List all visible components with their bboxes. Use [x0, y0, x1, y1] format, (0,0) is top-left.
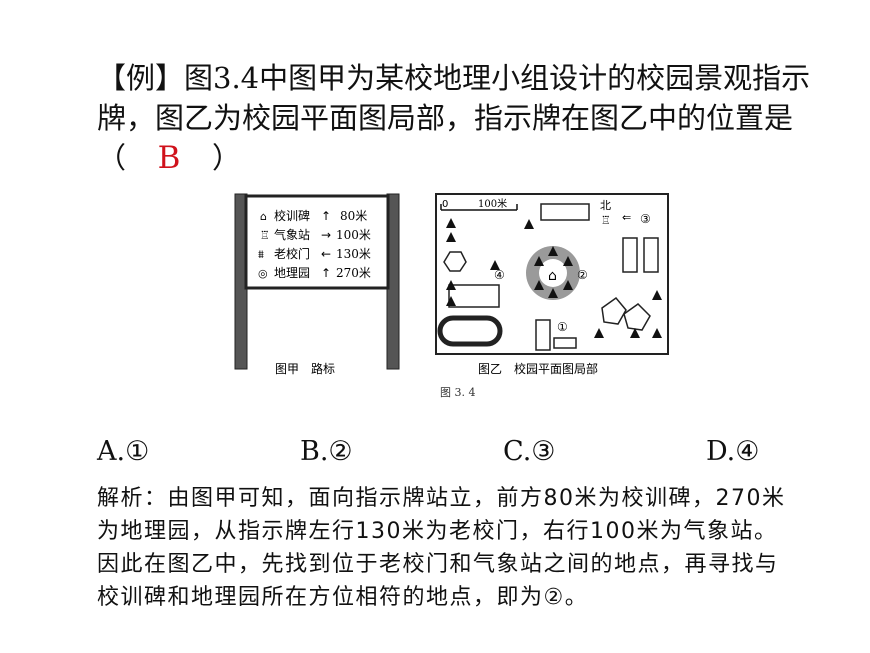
- option-d[interactable]: D.④: [706, 436, 760, 467]
- marker-1: ①: [557, 320, 568, 334]
- geography-garden-icon: [443, 251, 467, 272]
- sign-icon-gate: ⩩: [258, 248, 264, 261]
- question-text: 【例】图3.4中图甲为某校地理小组设计的校园景观指示牌，图乙为校园平面图局部，指…: [97, 58, 817, 178]
- question-close: ）: [212, 141, 242, 175]
- weather-station-icon: ♖: [601, 214, 611, 227]
- sign-value-2: 100米: [336, 228, 371, 242]
- sign-board: [244, 194, 390, 290]
- sign-row-1: 校训碑: [274, 208, 310, 223]
- trees: [446, 218, 662, 338]
- option-c[interactable]: C.③: [503, 436, 556, 467]
- sign-icon-weather: ♖: [260, 229, 270, 242]
- option-a[interactable]: A.①: [97, 436, 150, 467]
- question-stem: 【例】图3.4中图甲为某校地理小组设计的校园景观指示牌，图乙为校园平面图局部，指…: [97, 61, 811, 175]
- marker-2: ②: [577, 268, 588, 282]
- sign-icon-monument: ⌂: [260, 210, 267, 223]
- caption-right: 图乙 校园平面图局部: [478, 361, 598, 376]
- building-right-2: [643, 237, 659, 273]
- campus-map: 0 100米 北 ♖ ⇐ ③ ⌂ ② ④ ①: [435, 193, 669, 376]
- answer-options: A.① B.② C.③ D.④: [97, 436, 797, 472]
- sign-icon-garden: ◎: [258, 267, 268, 280]
- building-pentagon-2: [623, 303, 651, 331]
- sign-arrow-2: →: [321, 228, 331, 242]
- option-b[interactable]: B.②: [300, 436, 353, 467]
- sign-row-2: 气象站: [274, 227, 310, 242]
- sign-figure: ⌂ 校训碑 ↑ 80米 ♖ 气象站 → 100米 ⩩ 老校门 ← 130米 ◎ …: [234, 193, 400, 376]
- marker-4: ④: [494, 268, 505, 282]
- building-left: [448, 284, 500, 308]
- analysis-text: 解析：由图甲可知，面向指示牌站立，前方80米为校训碑，270米为地理园，从指示牌…: [97, 486, 786, 610]
- monument-icon: ⌂: [548, 268, 557, 284]
- caption-left: 图甲 路标: [275, 361, 335, 376]
- sign-value-1: 80米: [340, 209, 367, 223]
- old-gate-icon: [553, 337, 577, 349]
- scale-end: 100米: [478, 197, 507, 210]
- sign-arrow-3: ←: [321, 247, 331, 261]
- north-arrow-icon: ⇐: [622, 211, 631, 224]
- sign-row-3: 老校门: [274, 246, 310, 261]
- building-right-1: [622, 237, 638, 273]
- sign-arrow-1: ↑: [321, 209, 331, 223]
- marker-3: ③: [640, 212, 651, 226]
- building-bottom: [535, 319, 551, 351]
- building-pentagon-1: [601, 296, 627, 325]
- sign-value-4: 270米: [336, 266, 371, 280]
- scale-start: 0: [442, 199, 448, 210]
- sign-row-4: 地理园: [274, 266, 310, 280]
- building-top: [540, 203, 590, 221]
- answer-mark: B: [157, 140, 181, 176]
- figure-label: 图 3. 4: [440, 386, 476, 399]
- sign-value-3: 130米: [336, 247, 371, 261]
- sign-arrow-4: ↑: [321, 266, 331, 280]
- running-track: [437, 315, 503, 347]
- north-label: 北: [600, 199, 611, 212]
- figure-3-4: ⌂ 校训碑 ↑ 80米 ♖ 气象站 → 100米 ⩩ 老校门 ← 130米 ◎ …: [234, 193, 669, 399]
